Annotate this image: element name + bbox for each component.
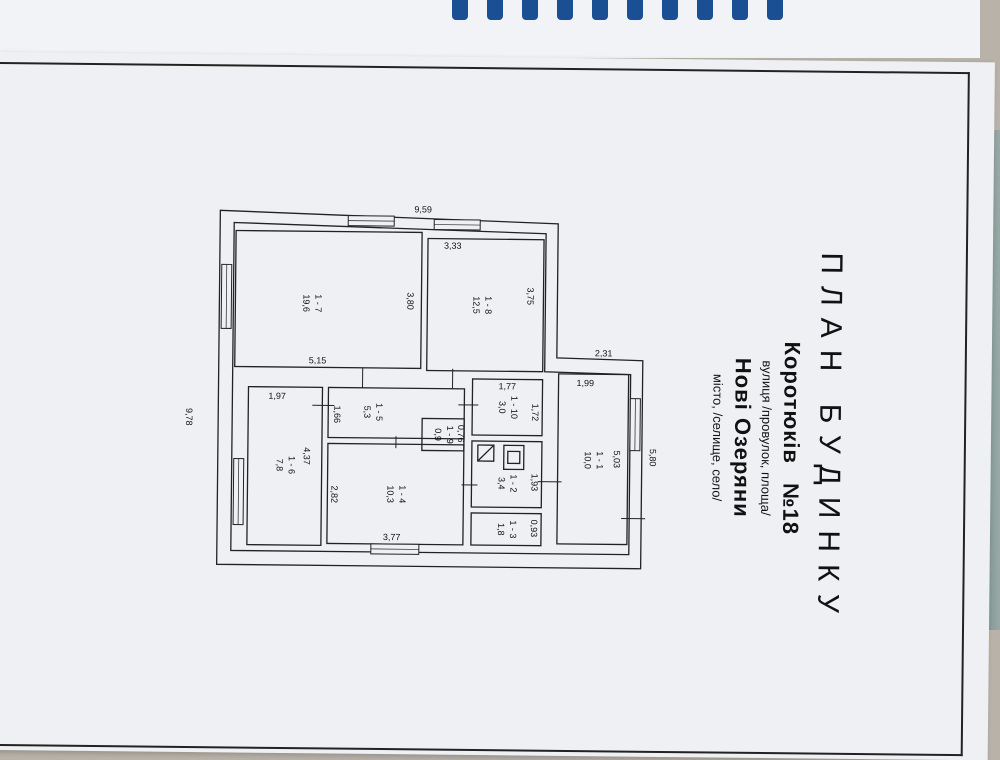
street-line: Коротюків №18 (775, 198, 806, 678)
room-id: 1 - 5 (374, 403, 384, 421)
binder-ring-icon (592, 0, 608, 20)
room-id: 1 - 9 (445, 426, 455, 444)
room-id: 1 - 7 (313, 294, 323, 312)
stove-icon (508, 451, 520, 463)
room-area: 1,8 (496, 523, 506, 536)
dimension-label: 1,72 (530, 404, 540, 422)
room-area: 5,3 (362, 406, 372, 419)
dimension-label: 3,77 (383, 532, 401, 542)
room-id: 1 - 4 (397, 485, 407, 503)
title-block: ПЛАН БУДИНКУ Коротюків №18 вулиця /прову… (583, 196, 848, 679)
binder-ring-icon (487, 0, 503, 20)
house-number: №18 (778, 483, 804, 535)
room-label: 1 - 6 7,8 (275, 456, 297, 474)
dimension-label: 3,33 (444, 241, 462, 251)
dimension-label: 9,59 (414, 204, 432, 214)
village-name: Нові Озеряни (726, 198, 757, 678)
room-id: 1 - 10 (509, 396, 519, 419)
dimension-label: 2,82 (329, 485, 339, 503)
room-label: 1 - 3 1,8 (496, 520, 518, 538)
binder-ring-icon (557, 0, 573, 20)
room-area: 12,5 (471, 296, 481, 314)
room-label: 1 - 9 0,9 (433, 426, 455, 444)
stove-icon (504, 445, 524, 469)
dimension-label: 1,77 (498, 381, 516, 391)
dimension-label: 0,76 (456, 425, 466, 443)
binder-ring-icon (767, 0, 783, 20)
room-area: 0,9 (433, 428, 443, 441)
room-id: 1 - 8 (483, 296, 493, 314)
dimension-label: 0,93 (529, 520, 539, 538)
room-outline (235, 230, 422, 368)
room-id: 1 - 2 (508, 474, 518, 492)
room-id: 1 - 3 (508, 520, 518, 538)
dimension-label: 5,15 (309, 355, 327, 365)
dimension-label: 1,97 (268, 391, 286, 401)
dimension-label: 3,80 (405, 292, 415, 310)
binder-ring-icon (697, 0, 713, 20)
room-label: 1 - 2 3,4 (496, 474, 518, 492)
room-label: 1 - 8 12,5 (471, 296, 493, 314)
binder-ring-icon (452, 0, 468, 20)
dimension-label: 4,37 (302, 447, 312, 465)
plan-title: ПЛАН БУДИНКУ (809, 199, 848, 679)
room-id: 1 - 6 (287, 456, 297, 474)
room-label: 1 - 5 5,3 (362, 403, 384, 421)
binder-ring-icon (522, 0, 538, 20)
binder-ring-icon (627, 0, 643, 20)
room-label: 1 - 4 10,3 (385, 485, 407, 503)
stove-icon (478, 445, 494, 461)
dimension-label: 3,75 (525, 288, 535, 306)
room-label: 1 - 7 19,6 (301, 294, 323, 312)
room-area: 7,8 (275, 459, 285, 472)
street-name: Коротюків (779, 341, 805, 464)
settlement-type-caption: місто, /селище, село/ (707, 197, 727, 677)
street-type-caption: вулиця /провулок, площа/ (756, 198, 776, 678)
outer-wall (217, 210, 645, 568)
room-label: 1 - 10 3,0 (497, 396, 519, 419)
dimension-label: 9,78 (184, 408, 194, 426)
paper-sheet: 9,59 9,78 5,15 3,80 3,33 3,75 2,31 1,99 … (0, 52, 995, 760)
dimension-label: 1,93 (529, 474, 539, 492)
binder-ring-icon (662, 0, 678, 20)
dimension-label: 1,66 (332, 405, 342, 423)
room-area: 19,6 (301, 294, 311, 312)
room-area: 3,0 (497, 401, 507, 414)
binder-ring-icon (732, 0, 748, 20)
room-area: 3,4 (496, 477, 506, 490)
room-area: 10,3 (385, 485, 395, 503)
